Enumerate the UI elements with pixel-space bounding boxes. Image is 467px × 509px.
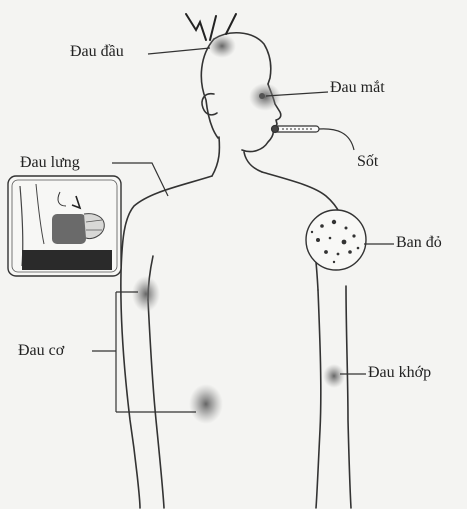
fever-label: Sốt	[357, 153, 378, 171]
eye-pain-label: Đau mắt	[330, 79, 385, 97]
fever-pointer	[319, 129, 354, 150]
back-pain-label: Đau lưng	[20, 154, 80, 172]
muscle-pain-label: Đau cơ	[18, 342, 64, 360]
headache-pointer	[148, 48, 210, 54]
back-pain-inset	[8, 176, 121, 276]
joint-pain-spot	[323, 364, 345, 388]
muscle-pain-spot-arm	[132, 276, 160, 312]
eye-pain-spot	[249, 83, 281, 111]
joint-pain-label: Đau khớp	[368, 364, 431, 382]
rash-icon	[306, 210, 366, 270]
body-outline	[121, 33, 351, 508]
rash-label: Ban đỏ	[396, 234, 442, 252]
thermometer-icon	[272, 126, 320, 133]
headache-spot	[208, 34, 236, 58]
headache-label: Đau đầu	[70, 43, 124, 61]
muscle-pain-spot-torso	[189, 384, 223, 424]
muscle-pain-bracket	[116, 292, 196, 412]
